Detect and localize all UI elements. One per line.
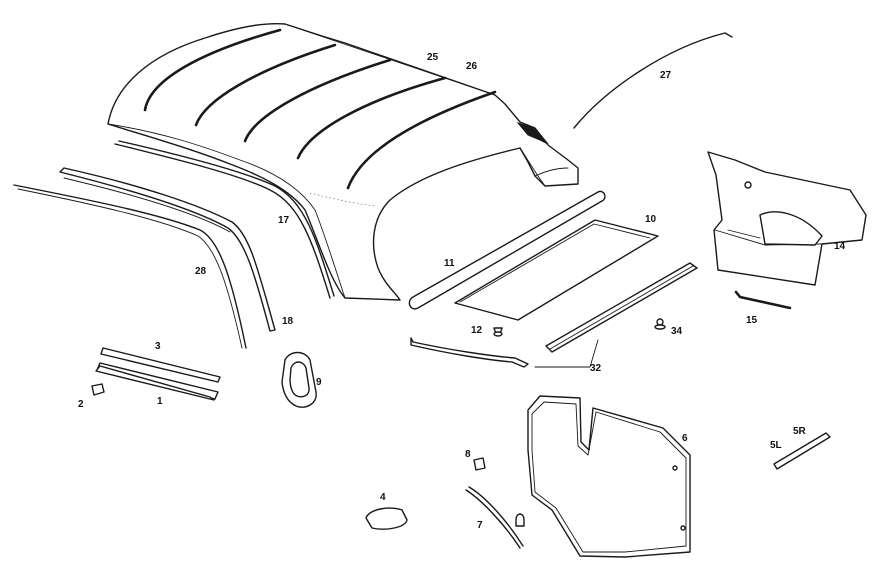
callout-6: 6 <box>682 433 688 444</box>
callout-28: 28 <box>195 266 207 277</box>
callout-2: 2 <box>78 399 84 410</box>
callout-34: 34 <box>671 326 683 337</box>
callout-8: 8 <box>465 449 471 460</box>
rail-3 <box>100 347 221 383</box>
pad-8 <box>473 457 486 471</box>
callout-labels: 1 2 3 4 5L 5R 6 7 8 9 10 11 12 14 15 17 … <box>78 52 846 531</box>
ring-gasket-9 <box>281 351 317 408</box>
door-seal-18 <box>59 167 276 332</box>
strip-5 <box>773 432 831 470</box>
callout-18: 18 <box>282 316 294 327</box>
hood-bows <box>143 23 497 190</box>
clip-2 <box>91 383 105 396</box>
side-rail-17 <box>114 140 335 299</box>
callout-17: 17 <box>278 215 290 226</box>
strip-7 <box>465 486 525 549</box>
callout-7: 7 <box>477 520 483 531</box>
soft-top-canopy <box>107 22 579 301</box>
callout-26: 26 <box>466 61 478 72</box>
callout-11: 11 <box>444 258 455 269</box>
fastener-12 <box>493 327 503 337</box>
callout-15: 15 <box>746 315 758 326</box>
callout-1: 1 <box>157 396 163 407</box>
callout-27: 27 <box>660 70 672 81</box>
fastener-34 <box>654 318 666 330</box>
callout-9: 9 <box>316 377 322 388</box>
side-trim-panel-14 <box>707 151 867 286</box>
cover-cap-4 <box>365 507 408 530</box>
rod-15 <box>734 290 792 310</box>
seal-strip-27 <box>573 32 733 129</box>
rear-panel-10 <box>454 219 659 321</box>
callout-5R: 5R <box>793 426 807 437</box>
liner-panel-6 <box>527 395 691 558</box>
lower-seals-32 <box>410 262 698 368</box>
rail-1 <box>95 362 219 401</box>
leader-lines <box>534 339 599 368</box>
callout-4: 4 <box>380 492 386 503</box>
callout-25: 25 <box>427 52 439 63</box>
callout-3: 3 <box>155 341 161 352</box>
callout-5L: 5L <box>770 440 782 451</box>
callout-14: 14 <box>834 241 846 252</box>
callout-10: 10 <box>645 214 657 225</box>
callout-32: 32 <box>590 363 602 374</box>
roll-tube-11 <box>408 190 606 310</box>
header-strip-28 <box>13 184 247 349</box>
callout-12: 12 <box>471 325 483 336</box>
